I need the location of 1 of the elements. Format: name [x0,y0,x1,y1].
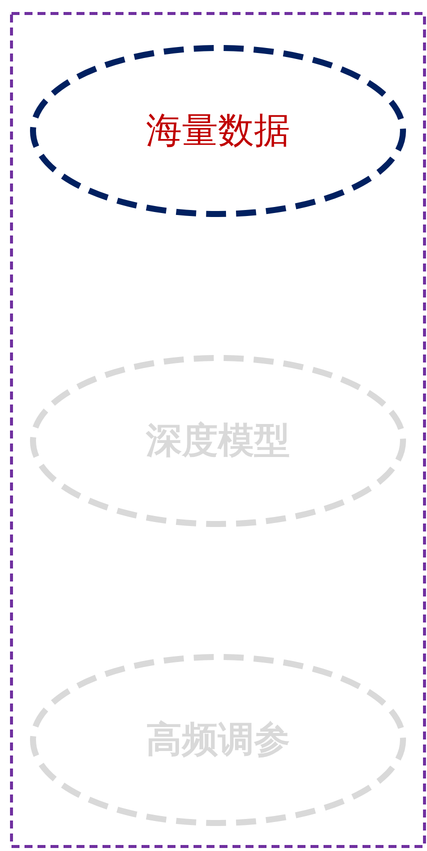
ellipse-label: 海量数据 [145,109,291,153]
